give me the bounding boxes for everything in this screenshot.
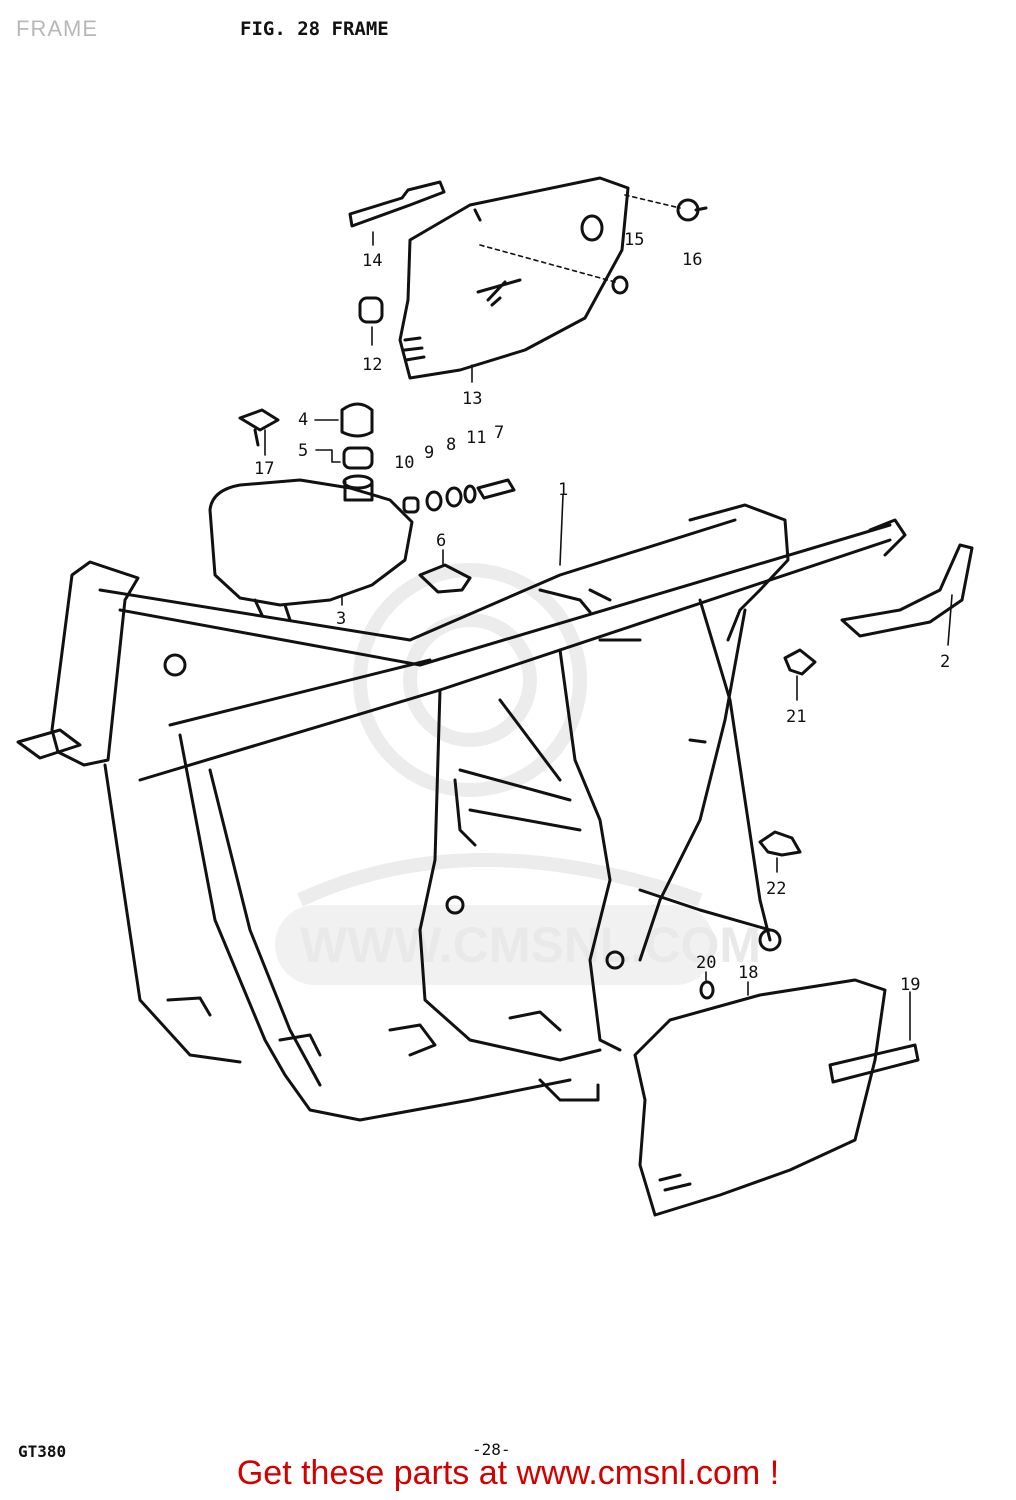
part-19-emblem [828, 1043, 920, 1084]
callout-18: 18 [738, 963, 758, 983]
callout-2: 2 [940, 652, 950, 672]
part-20-grommet [699, 980, 715, 1000]
part-13-side-cover-upper [398, 176, 630, 380]
part-10-collar [402, 496, 420, 514]
page-number: -28- [472, 1440, 511, 1459]
part-14-bracket [348, 180, 446, 228]
part-2-rear-bracket [840, 543, 974, 638]
watermark-logo [297, 563, 703, 907]
callout-12: 12 [362, 355, 382, 375]
part-7-bolt [476, 478, 516, 500]
part-3-oil-tank [208, 474, 414, 622]
part-22-clamp [758, 830, 802, 857]
watermark-band [275, 905, 715, 985]
part-11-washer [463, 484, 477, 504]
callout-4: 4 [298, 410, 308, 430]
callout-11: 11 [466, 428, 486, 448]
figure-title: FIG. 28 FRAME [240, 18, 389, 40]
callout-16: 16 [682, 250, 702, 270]
leader-lines-upper [479, 194, 681, 283]
part-18-side-cover-lower [633, 978, 887, 1217]
callout-1: 1 [558, 480, 568, 500]
callout-9: 9 [424, 443, 434, 463]
part-1-main-frame [16, 503, 907, 1122]
part-4-oil-tank-cap [340, 402, 374, 438]
section-title: FRAME [16, 16, 98, 41]
callout-labels: 1 2 3 4 5 6 7 8 9 10 11 12 13 14 15 16 1… [254, 230, 950, 995]
part-9-washer [425, 490, 443, 512]
callout-6: 6 [436, 531, 446, 551]
callout-leaders [264, 231, 953, 1041]
callout-10: 10 [394, 453, 414, 473]
model-code: GT380 [18, 1442, 67, 1461]
part-21-clamp [783, 648, 817, 676]
callout-13: 13 [462, 389, 482, 409]
part-6-mount [418, 563, 472, 594]
callout-21: 21 [786, 707, 806, 727]
callout-3: 3 [336, 609, 346, 629]
part-15-nut [611, 275, 629, 295]
callout-22: 22 [766, 879, 786, 899]
part-8-washer [445, 486, 463, 508]
callout-5: 5 [298, 441, 308, 461]
callout-20: 20 [696, 953, 716, 973]
part-17-clamp [238, 408, 280, 447]
watermark-text: WWW.CMSNL.COM [300, 917, 761, 973]
callout-8: 8 [446, 435, 456, 455]
callout-7: 7 [494, 423, 504, 443]
part-16-screw [676, 198, 708, 222]
callout-17: 17 [254, 459, 274, 479]
callout-14: 14 [362, 251, 382, 271]
callout-19: 19 [900, 975, 920, 995]
part-12-grommet [358, 296, 384, 324]
callout-15: 15 [624, 230, 644, 250]
footer-parts-link[interactable]: Get these parts at www.cmsnl.com ! [236, 1454, 780, 1492]
part-5-cap-seal [342, 446, 374, 470]
